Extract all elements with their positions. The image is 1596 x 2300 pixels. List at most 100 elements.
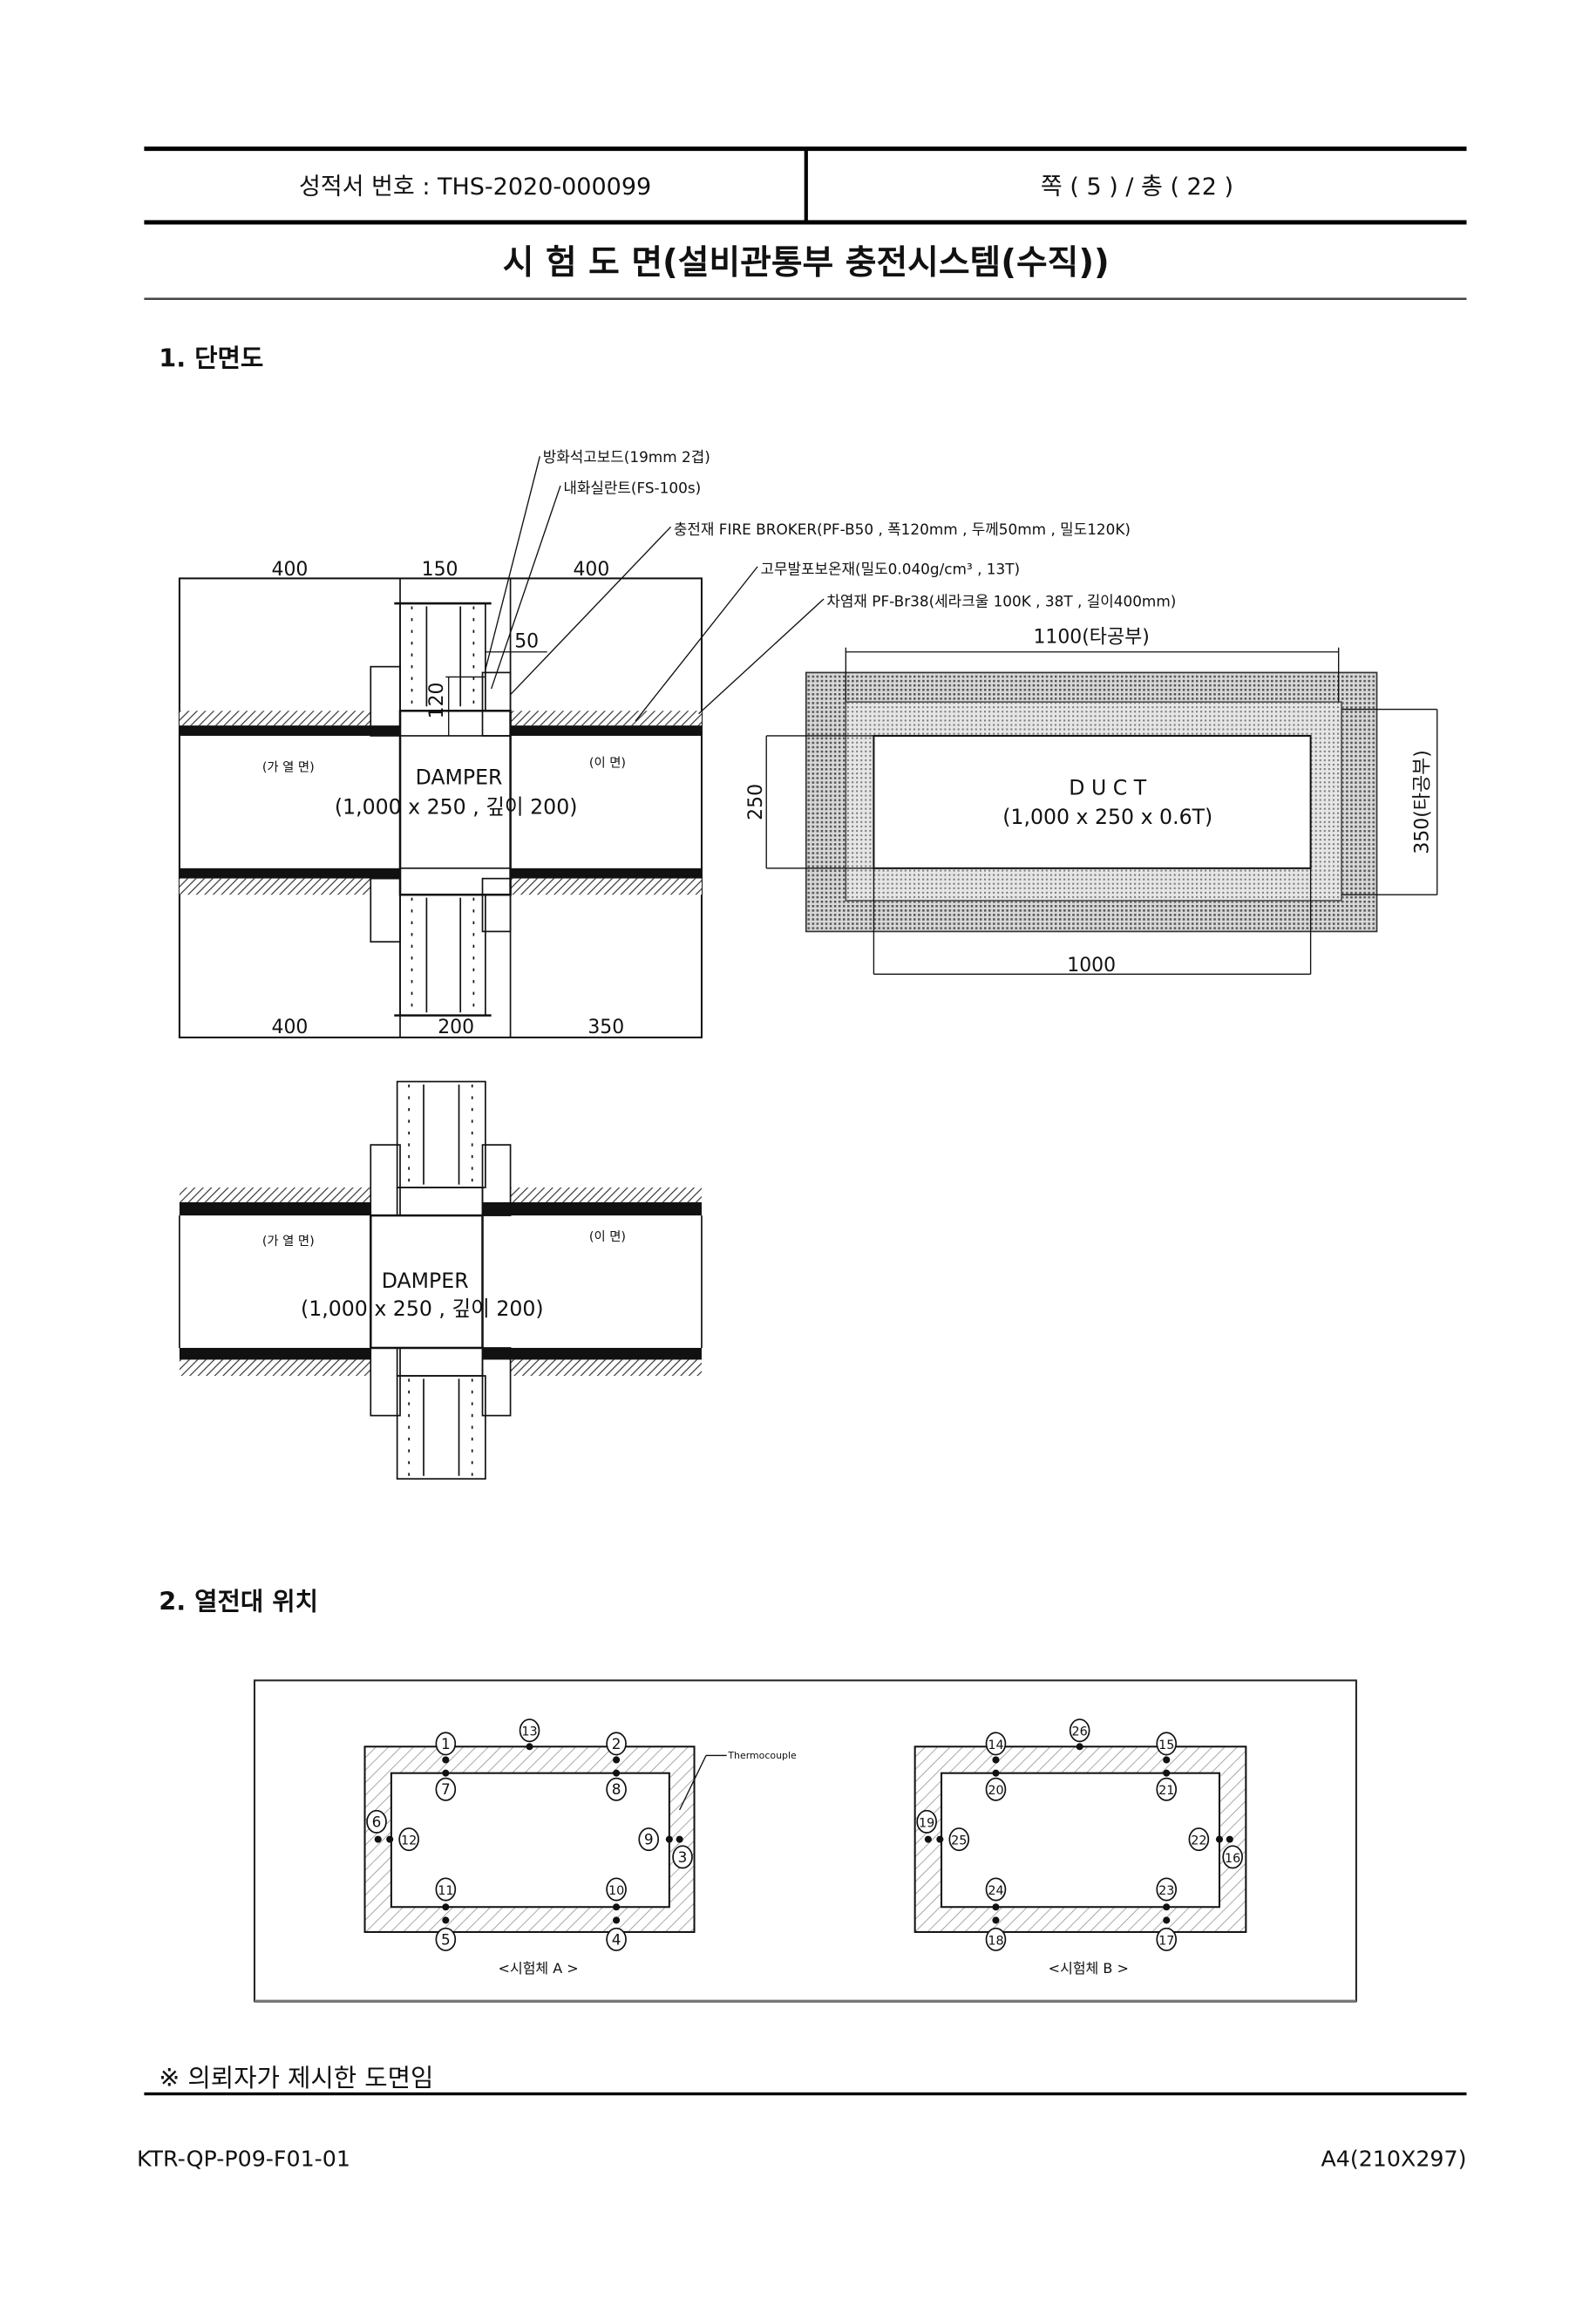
back-side-label-2: (이 면) bbox=[589, 1229, 626, 1244]
client-note: ※ 의뢰자가 제시한 도면임 bbox=[159, 2063, 433, 2092]
report-header: 성적서 번호 : THS-2020-000099 쪽 ( 5 ) / 총 ( 2… bbox=[144, 146, 1467, 301]
specimen-a-thermocouple-point: 12 bbox=[386, 1827, 419, 1852]
thermocouple-number-circle bbox=[1156, 1877, 1178, 1902]
back-side-label: (이 면) bbox=[589, 755, 626, 770]
thermocouple-number: 19 bbox=[919, 1816, 934, 1830]
thermocouple-number-circle bbox=[985, 1732, 1007, 1756]
specimen-a-thermocouple-point: 8 bbox=[606, 1777, 627, 1801]
duct-dim-right: 350(타공부) bbox=[1412, 750, 1434, 854]
leader-flame-barrier: 차염재 PF-Br38(세라크울 100K , 38T , 길이400mm) bbox=[826, 592, 1176, 609]
specimen-a-thermocouple-point: 10 bbox=[606, 1877, 627, 1902]
specimen-a-thermocouple-point: 11 bbox=[435, 1877, 457, 1902]
specimen-a-thermocouple-point: 13 bbox=[519, 1718, 540, 1751]
thermocouple-number: 17 bbox=[1158, 1934, 1174, 1948]
thermocouple-label: Thermocouple bbox=[727, 1750, 797, 1761]
specimen-b-thermocouple-point: 23 bbox=[1156, 1877, 1178, 1902]
thermocouple-number-circle bbox=[948, 1827, 970, 1852]
thermocouple-number-circle bbox=[1069, 1718, 1090, 1743]
specimen-a-thermocouple-point: 3 bbox=[672, 1835, 693, 1869]
specimen-b-thermocouple-point: 22 bbox=[1188, 1827, 1224, 1852]
specimen-b-thermocouple-point: 14 bbox=[985, 1732, 1007, 1777]
thermocouple-dot bbox=[442, 1916, 450, 1924]
thermocouple-dot bbox=[442, 1769, 450, 1777]
specimen-a-thermocouple-point: 7 bbox=[435, 1777, 457, 1801]
thermocouple-dot bbox=[613, 1769, 621, 1777]
form-code: KTR-QP-P09-F01-01 bbox=[137, 2146, 350, 2171]
thermocouple-number: 7 bbox=[441, 1780, 451, 1798]
thermocouple-number: 6 bbox=[372, 1813, 382, 1830]
thermocouple-number: 16 bbox=[1225, 1852, 1240, 1866]
thermocouple-number: 21 bbox=[1158, 1784, 1174, 1798]
thermocouple-number: 5 bbox=[441, 1930, 451, 1948]
thermocouple-number: 12 bbox=[401, 1834, 417, 1848]
duct-dim-top: 1100(타공부) bbox=[1033, 627, 1149, 649]
thermocouple-number-circle bbox=[435, 1877, 457, 1902]
thermocouple-dot bbox=[613, 1903, 621, 1911]
thermocouple-number: 18 bbox=[988, 1934, 1003, 1948]
thermocouple-number-circle bbox=[606, 1877, 627, 1902]
cross-section-drawing-2: (가 열 면) (이 면) DAMPER (1,000 x 250 , 깊이 2… bbox=[179, 1080, 703, 1480]
thermocouple-number-circle bbox=[606, 1732, 627, 1756]
thermocouple-number: 25 bbox=[951, 1834, 967, 1848]
thermocouple-number: 20 bbox=[988, 1784, 1003, 1798]
thermocouple-dot bbox=[613, 1916, 621, 1924]
duct-drawing: 1100(타공부) 1000 250 350(타공부) D U C T (1,0… bbox=[745, 627, 1438, 976]
thermocouple-number-circle bbox=[672, 1845, 693, 1869]
thermocouple-number: 2 bbox=[612, 1735, 621, 1752]
thermocouple-dot bbox=[992, 1756, 1000, 1764]
heated-side-label: (가 열 면) bbox=[262, 759, 315, 774]
thermocouple-number: 13 bbox=[521, 1725, 537, 1739]
thermocouple-number-circle bbox=[1222, 1845, 1243, 1869]
thermocouple-number: 26 bbox=[1072, 1725, 1088, 1739]
cross-section-drawing-1: 50 120 400 150 400 400 200 350 (가 열 면) (… bbox=[178, 448, 1176, 1038]
dim-bottom-left: 400 bbox=[272, 1017, 309, 1038]
thermocouple-dot bbox=[1163, 1903, 1171, 1911]
thermocouple-number-circle bbox=[985, 1777, 1007, 1801]
thermocouple-number-circle bbox=[398, 1827, 419, 1852]
thermocouple-number: 22 bbox=[1191, 1834, 1206, 1848]
thermocouple-number: 14 bbox=[988, 1739, 1003, 1752]
thermocouple-number-circle bbox=[606, 1777, 627, 1801]
thermocouple-dot bbox=[442, 1903, 450, 1911]
thermocouple-dot bbox=[1163, 1756, 1171, 1764]
duct-label: D U C T bbox=[1069, 775, 1146, 800]
thermocouple-dot bbox=[386, 1835, 394, 1843]
leader-filler: 충전재 FIRE BROKER(PF-B50 , 폭120mm , 두께50mm… bbox=[674, 521, 1131, 538]
paper-size: A4(210X297) bbox=[1321, 2146, 1466, 2171]
duct-dim-bottom: 1000 bbox=[1067, 955, 1116, 976]
thermocouple-dot bbox=[992, 1903, 1000, 1911]
thermocouple-dot bbox=[924, 1835, 932, 1843]
thermocouple-dot bbox=[442, 1756, 450, 1764]
specimen-b-thermocouple-point: 19 bbox=[916, 1809, 937, 1843]
specimen-b-thermocouple-point: 21 bbox=[1156, 1777, 1178, 1801]
thermocouple-number-circle bbox=[1156, 1927, 1178, 1951]
thermocouple-number: 15 bbox=[1158, 1739, 1174, 1752]
thermocouple-dot bbox=[1163, 1916, 1171, 1924]
damper-label-2: DAMPER bbox=[382, 1269, 469, 1293]
leader-rubber-insulation: 고무발포보온재(밀도0.040g/cm³ , 13T) bbox=[760, 560, 1020, 577]
section-heading-cross-section: 1. 단면도 bbox=[159, 343, 263, 372]
thermocouple-number-circle bbox=[916, 1809, 937, 1834]
thermocouple-dot bbox=[992, 1916, 1000, 1924]
thermocouple-dot bbox=[1226, 1835, 1233, 1843]
specimen-b-thermocouple-point: 15 bbox=[1156, 1732, 1178, 1777]
dim-bottom-mid: 200 bbox=[438, 1017, 474, 1038]
thermocouple-number-circle bbox=[985, 1927, 1007, 1951]
thermocouple-dot bbox=[1076, 1743, 1083, 1751]
dim-top-left: 400 bbox=[272, 559, 309, 581]
specimen-b-caption: <시험체 B > bbox=[1049, 1960, 1129, 1977]
dim-120: 120 bbox=[426, 683, 448, 719]
thermocouple-number-circle bbox=[435, 1777, 457, 1801]
thermocouple-number-circle bbox=[1156, 1732, 1178, 1756]
specimen-b-thermocouple-point: 17 bbox=[1156, 1903, 1178, 1951]
specimen-b-thermocouple-point: 26 bbox=[1069, 1718, 1090, 1751]
damper-size-label-2: (1,000 x 250 , 깊이 200) bbox=[301, 1296, 544, 1321]
duct-dim-left: 250 bbox=[745, 784, 767, 820]
specimen-b-thermocouple-point: 25 bbox=[936, 1827, 970, 1852]
specimen-b-thermocouple-point: 18 bbox=[985, 1903, 1007, 1951]
thermocouple-number-circle bbox=[1188, 1827, 1210, 1852]
